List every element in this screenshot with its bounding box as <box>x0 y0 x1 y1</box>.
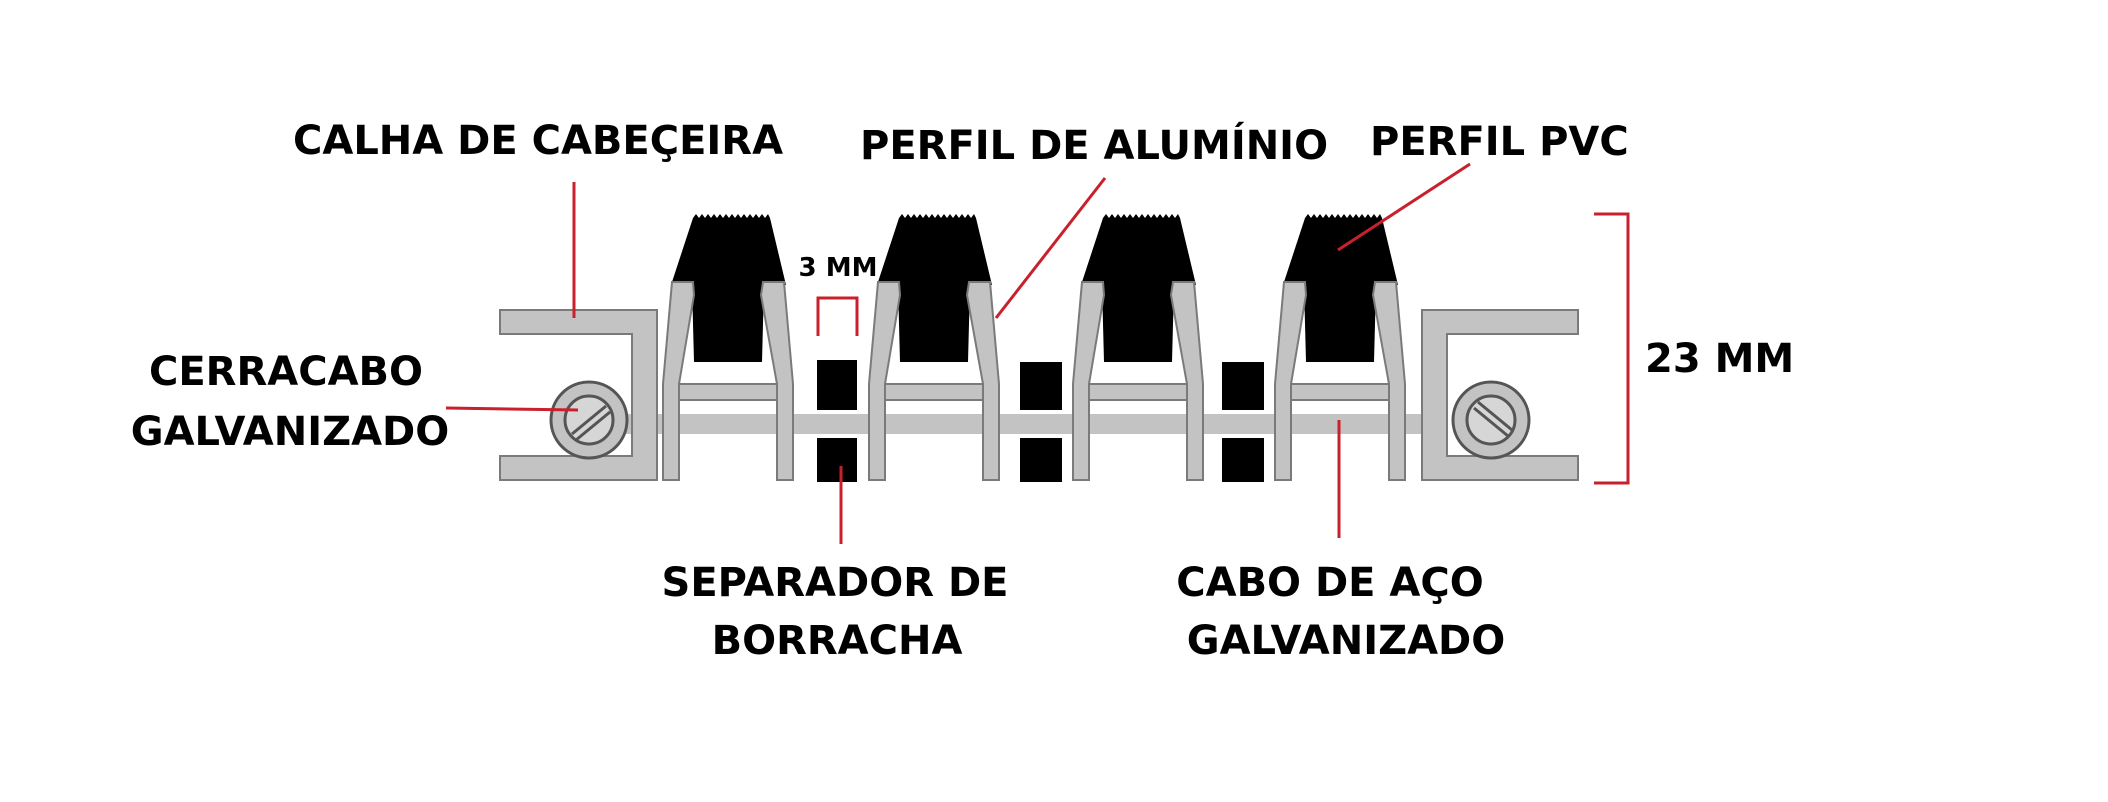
aluminum-u-frame <box>1274 281 1406 481</box>
aluminum-u-frame <box>1072 281 1204 481</box>
rubber-separator-3 <box>1222 362 1264 482</box>
label-perfil-pvc: PERFIL PVC <box>1370 119 1629 165</box>
aluminum-u-frame <box>662 281 794 481</box>
label-cabo-line1: CABO DE AÇO <box>1176 560 1484 606</box>
height-bracket <box>1594 212 1630 485</box>
aluminum-profile-4 <box>1274 214 1406 481</box>
pvc-insert <box>877 214 992 362</box>
label-cerracabo-line1: CERRACABO <box>149 349 423 395</box>
label-separador-line1: SEPARADOR DE <box>662 560 1009 606</box>
rubber-separator-1 <box>817 360 857 482</box>
leader-cerracabo <box>445 406 579 412</box>
aluminum-profile-3 <box>1072 214 1204 481</box>
pvc-insert <box>1081 214 1196 362</box>
head-rail-right <box>1421 309 1579 481</box>
label-cerracabo-line2: GALVANIZADO <box>131 409 450 455</box>
pvc-insert <box>1283 214 1398 362</box>
cable-clamp-right <box>1451 380 1531 460</box>
aluminum-profile-2 <box>868 214 1000 481</box>
steel-cable <box>600 414 1440 434</box>
gap-bracket <box>816 296 859 336</box>
aluminum-u-frame <box>868 281 1000 481</box>
aluminum-profile-1 <box>662 214 794 481</box>
rubber-separator-2 <box>1020 362 1062 482</box>
cable-clamp-left <box>549 380 629 460</box>
gap-dimension-label: 3 MM <box>799 253 878 283</box>
head-rail-left <box>499 309 658 481</box>
leader-perfil-pvc <box>1337 162 1471 252</box>
leader-perfil-aluminio <box>994 177 1107 319</box>
label-separador-line2: BORRACHA <box>712 618 963 664</box>
label-perfil-de-aluminio: PERFIL DE ALUMÍNIO <box>860 121 1328 169</box>
label-calha-de-cabeceira: CALHA DE CABEÇEIRA <box>293 118 783 164</box>
label-cabo-line2: GALVANIZADO <box>1187 618 1506 664</box>
pvc-insert <box>671 214 786 362</box>
height-dimension-label: 23 MM <box>1645 336 1794 382</box>
